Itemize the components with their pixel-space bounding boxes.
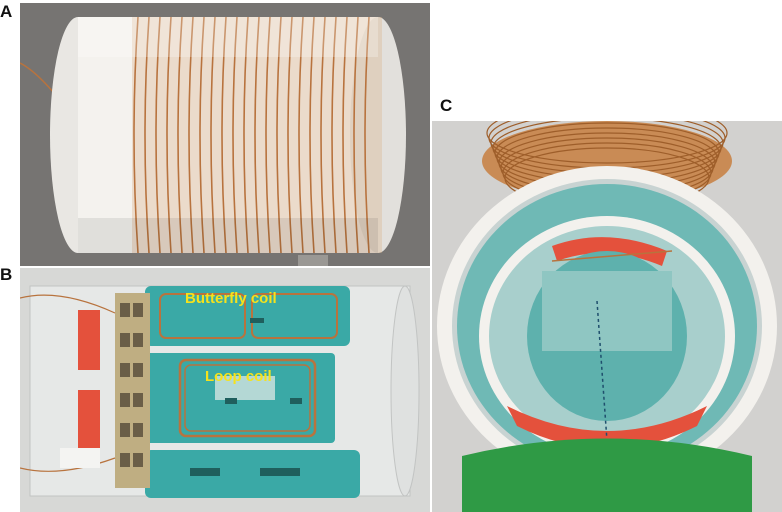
coil-array-illustration: [20, 268, 430, 512]
panel-label-a: A: [0, 2, 13, 21]
photo-b-coil-array: Butterfly coil Loop coil: [20, 268, 430, 512]
panel-label-b: B: [0, 265, 13, 284]
solenoid-illustration: [20, 3, 430, 266]
photo-c-end-view: [432, 121, 782, 512]
photo-a-solenoid-coil: [20, 3, 430, 266]
butterfly-coil-label: Butterfly coil: [185, 290, 277, 307]
panel-label-c: C: [440, 96, 453, 115]
loop-coil-label: Loop coil: [205, 368, 272, 385]
end-view-illustration: [432, 121, 782, 512]
